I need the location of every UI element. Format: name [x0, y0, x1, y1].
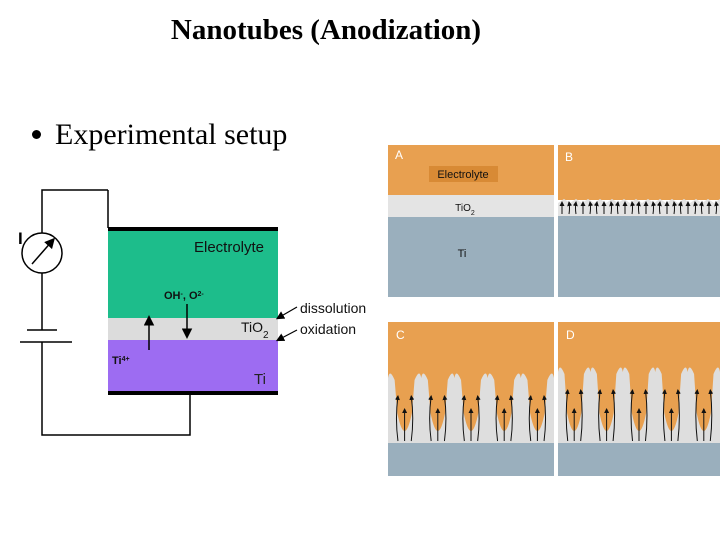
panel-a-ti-label: Ti — [458, 248, 467, 260]
panel-d-ion-arrow — [629, 389, 635, 442]
panel-d-ion-arrow — [564, 389, 570, 442]
cation-label: Ti4+ — [112, 355, 130, 367]
panel-c: C — [388, 322, 554, 476]
panel-c-ion-arrow — [494, 395, 500, 442]
panel-d: D — [558, 322, 720, 476]
wire-top — [41, 189, 108, 233]
panel-a-oxide-label: TiO2 — [455, 203, 475, 217]
panel-b-letter: B — [565, 150, 573, 164]
panel-c-ion-arrow — [409, 395, 415, 442]
panel-c-ion-arrow — [527, 395, 533, 442]
anion-label: OH-, O2- — [164, 290, 204, 302]
panel-d-ion-arrow — [661, 389, 667, 442]
panel-b-ion-arrow — [672, 201, 678, 215]
panel-d-ion-arrow — [643, 389, 649, 442]
panel-c-ion-arrow — [442, 395, 448, 442]
oxidation-label: oxidation — [300, 321, 356, 337]
anode-plate — [108, 391, 278, 395]
panel-a-electrolyte-label: Electrolyte — [437, 169, 488, 181]
dissolution-pointer — [275, 306, 298, 320]
bullet-item: Experimental setup — [32, 118, 287, 152]
electrolyte-tag — [429, 166, 498, 182]
panel-c-ion-arrow — [475, 395, 481, 442]
slide-title: Nanotubes (Anodization) — [170, 14, 482, 46]
cathode-plate — [108, 227, 278, 231]
oxidation-pointer — [275, 329, 298, 342]
panel-d-ion-arrow — [708, 389, 714, 442]
panel-d-ion-arrow — [694, 389, 700, 442]
panel-c-ion-arrow — [508, 395, 514, 442]
panel-b-ion-arrow — [635, 201, 641, 215]
panel-b-ion-arrow — [693, 201, 699, 215]
wire-bottom — [41, 342, 191, 436]
panel-b-ion-arrow — [698, 201, 704, 215]
panel-a-letter: A — [395, 148, 403, 162]
panel-c-ion-arrow — [428, 395, 434, 442]
panel-c-ion-arrow — [542, 395, 548, 442]
panel-c-ion-arrow — [394, 395, 400, 442]
dissolution-label: dissolution — [300, 300, 366, 316]
panel-b-ion-arrow — [630, 201, 636, 215]
panel-d-ion-arrow — [675, 389, 681, 442]
electrochemical-cell: I Electrolyte OH-, O2- TiO2 Ti Ti4+ diss… — [18, 189, 366, 436]
bullet-text: Experimental setup — [55, 118, 288, 151]
panel-d-letter: D — [566, 328, 575, 342]
panel-b-ion-arrow — [677, 201, 683, 215]
panel-a: Electrolyte TiO2 Ti A — [388, 145, 554, 297]
panel-c-letter: C — [396, 328, 405, 342]
current-symbol: I — [18, 229, 23, 248]
panel-b-ion-arrow — [609, 201, 615, 215]
panel-b-ion-arrow — [588, 201, 594, 215]
electrolyte-region — [108, 230, 278, 318]
panel-b-ion-arrow — [593, 201, 599, 215]
panel-c-ion-arrow — [461, 395, 467, 442]
panel-b-ion-arrow — [572, 201, 578, 215]
bullet-dot-icon — [32, 129, 41, 139]
battery-icon — [20, 329, 72, 343]
titanium-region — [108, 340, 278, 392]
panel-b-ion-arrow — [567, 201, 573, 215]
panel-b: B — [558, 145, 720, 297]
panel-b-ion-arrow — [651, 201, 657, 215]
panel-b-ion-arrow — [614, 201, 620, 215]
ammeter-icon — [21, 232, 63, 274]
titanium-label: Ti — [254, 371, 266, 388]
panel-b-ion-arrow — [714, 201, 720, 215]
panel-d-ion-arrow — [578, 389, 584, 442]
oxide-label: TiO2 — [241, 319, 269, 341]
panel-d-ion-arrow — [597, 389, 603, 442]
panel-b-ion-arrow — [656, 201, 662, 215]
panel-d-ion-arrow — [611, 389, 617, 442]
electrolyte-label: Electrolyte — [194, 239, 264, 256]
